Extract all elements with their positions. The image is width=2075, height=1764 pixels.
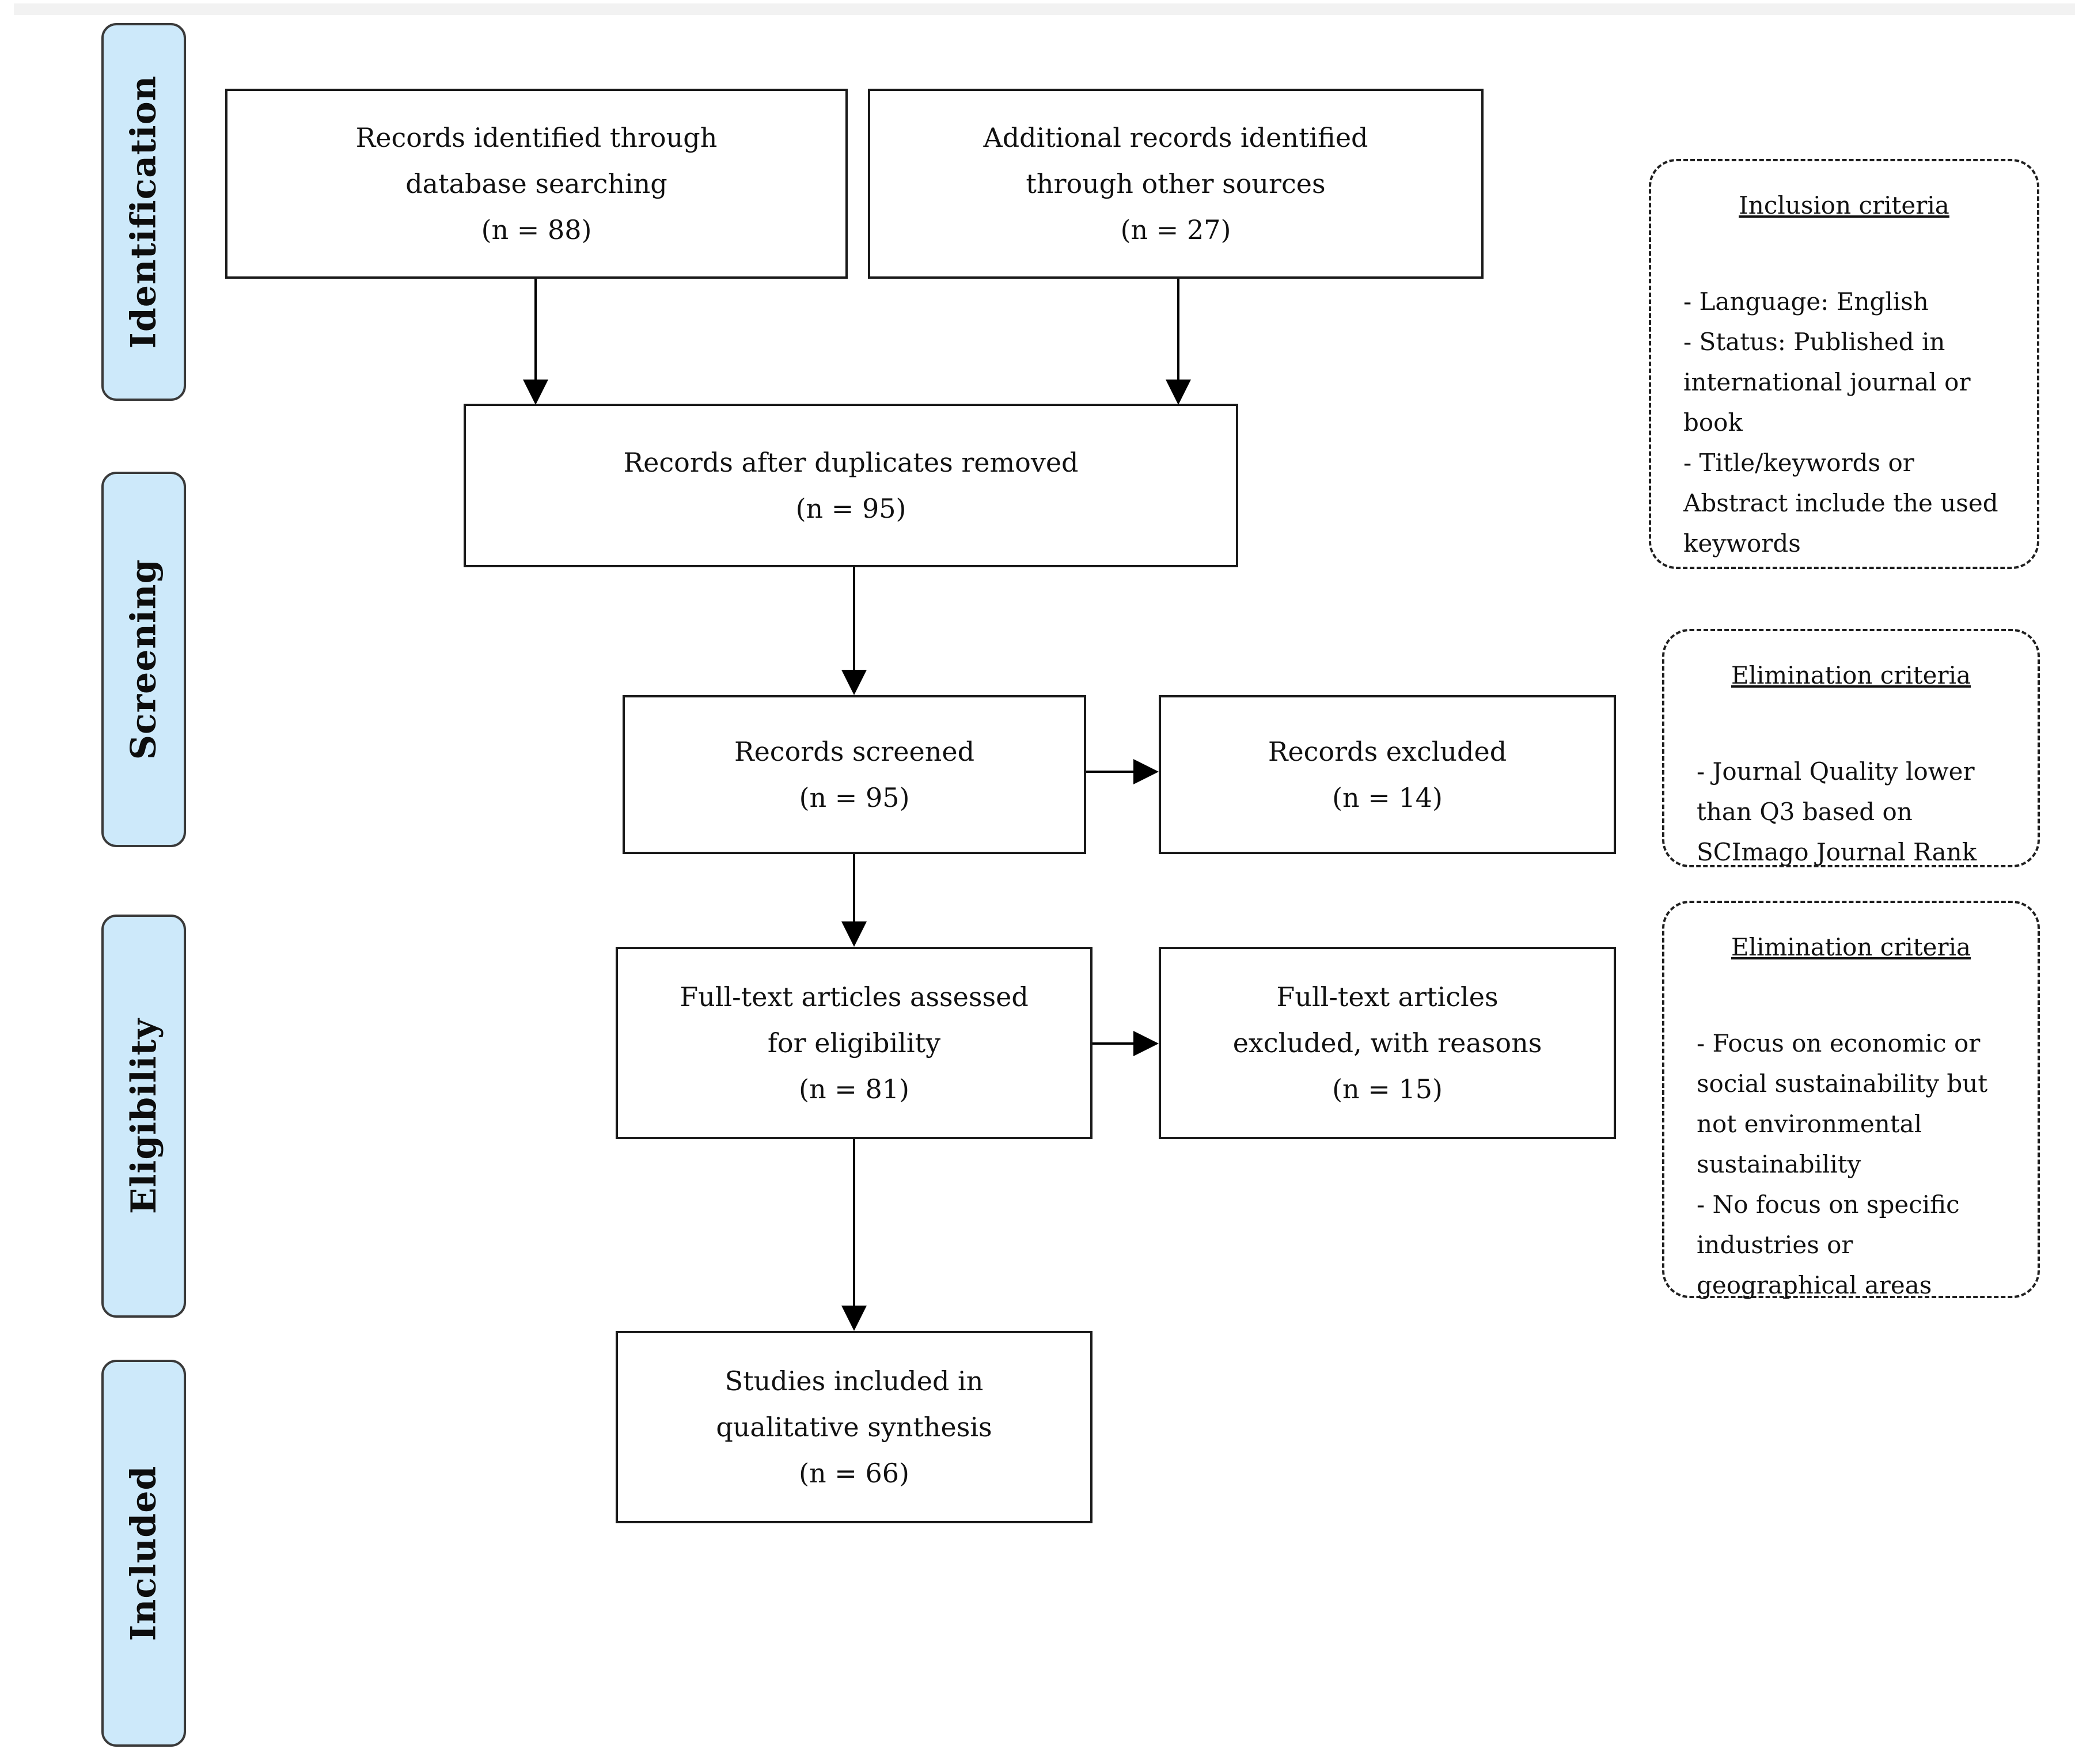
arrow-line [534, 279, 537, 380]
box-text-line: through other sources [1026, 168, 1326, 199]
arrow-head-icon [1133, 1031, 1159, 1056]
box-count: (n = 27) [1120, 214, 1231, 245]
box-count: (n = 66) [799, 1458, 909, 1489]
stage-label-text: Eligibility [123, 1018, 164, 1214]
box-text-line: Records after duplicates removed [623, 447, 1079, 478]
page-edge-strip [14, 3, 2075, 15]
criteria-item: - Journal Quality lower than Q3 based on… [1697, 757, 1977, 866]
arrow-head-icon [841, 670, 867, 695]
criteria-box-elimination-screening: Elimination criteria - Journal Quality l… [1662, 629, 2040, 867]
box-text-line: Additional records identified [983, 122, 1368, 153]
arrow-line [853, 854, 855, 921]
stage-label-text: Included [123, 1465, 164, 1641]
stage-label-screening: Screening [101, 472, 186, 847]
box-count: (n = 14) [1332, 782, 1443, 813]
box-count: (n = 88) [481, 214, 592, 245]
box-text-line: Full-text articles [1276, 981, 1499, 1012]
box-records-excluded: Records excluded (n = 14) [1159, 695, 1616, 854]
stage-label-included: Included [101, 1360, 186, 1747]
arrow-head-icon [523, 380, 548, 405]
box-records-screened: Records screened (n = 95) [623, 695, 1086, 854]
criteria-item: - Focus on economic or social sustainabi… [1697, 1029, 1988, 1178]
criteria-item: - Title/keywords or Abstract include the… [1683, 449, 1998, 557]
box-text-line: excluded, with reasons [1232, 1027, 1542, 1059]
stage-label-text: Identification [123, 75, 164, 349]
box-text-line: Studies included in [724, 1365, 984, 1397]
box-count: (n = 81) [799, 1073, 909, 1105]
box-fulltext-assessed: Full-text articles assessed for eligibil… [616, 947, 1092, 1139]
box-additional-records-other-sources: Additional records identified through ot… [868, 89, 1484, 279]
criteria-title: Inclusion criteria [1739, 191, 1949, 219]
arrow-head-icon [1133, 759, 1159, 784]
box-text-line: Records identified through [355, 122, 718, 153]
box-count: (n = 15) [1332, 1073, 1443, 1105]
arrow-head-icon [841, 921, 867, 947]
criteria-item: - No focus on specific industries or geo… [1697, 1190, 1960, 1299]
box-records-after-duplicates: Records after duplicates removed (n = 95… [464, 404, 1238, 567]
arrow-line [1092, 1042, 1135, 1045]
criteria-box-elimination-eligibility: Elimination criteria - Focus on economic… [1662, 901, 2040, 1299]
stage-label-identification: Identification [101, 23, 186, 401]
criteria-box-inclusion: Inclusion criteria - Language: English -… [1649, 159, 2039, 569]
arrow-line [853, 1139, 855, 1306]
box-records-identified-database: Records identified through database sear… [225, 89, 848, 279]
criteria-item: - Status: Published in international jou… [1683, 328, 1971, 437]
arrow-head-icon [841, 1306, 867, 1331]
box-text-line: qualitative synthesis [716, 1412, 992, 1443]
box-text-line: Records screened [734, 736, 975, 767]
arrow-line [1086, 771, 1135, 773]
arrow-line [853, 567, 855, 670]
arrow-head-icon [1166, 380, 1191, 405]
criteria-item: - Language: English [1683, 287, 1929, 316]
box-text-line: Full-text articles assessed [680, 981, 1029, 1012]
box-count: (n = 95) [799, 782, 910, 813]
criteria-title: Elimination criteria [1731, 933, 1971, 961]
box-text-line: for eligibility [767, 1027, 941, 1059]
stage-label-text: Screening [123, 559, 164, 760]
box-studies-included: Studies included in qualitative synthesi… [616, 1331, 1092, 1523]
box-fulltext-excluded: Full-text articles excluded, with reason… [1159, 947, 1616, 1139]
box-text-line: database searching [405, 168, 667, 199]
stage-label-eligibility: Eligibility [101, 915, 186, 1318]
arrow-line [1177, 279, 1179, 380]
criteria-title: Elimination criteria [1731, 661, 1971, 689]
box-text-line: Records excluded [1268, 736, 1507, 767]
box-count: (n = 95) [795, 493, 906, 524]
